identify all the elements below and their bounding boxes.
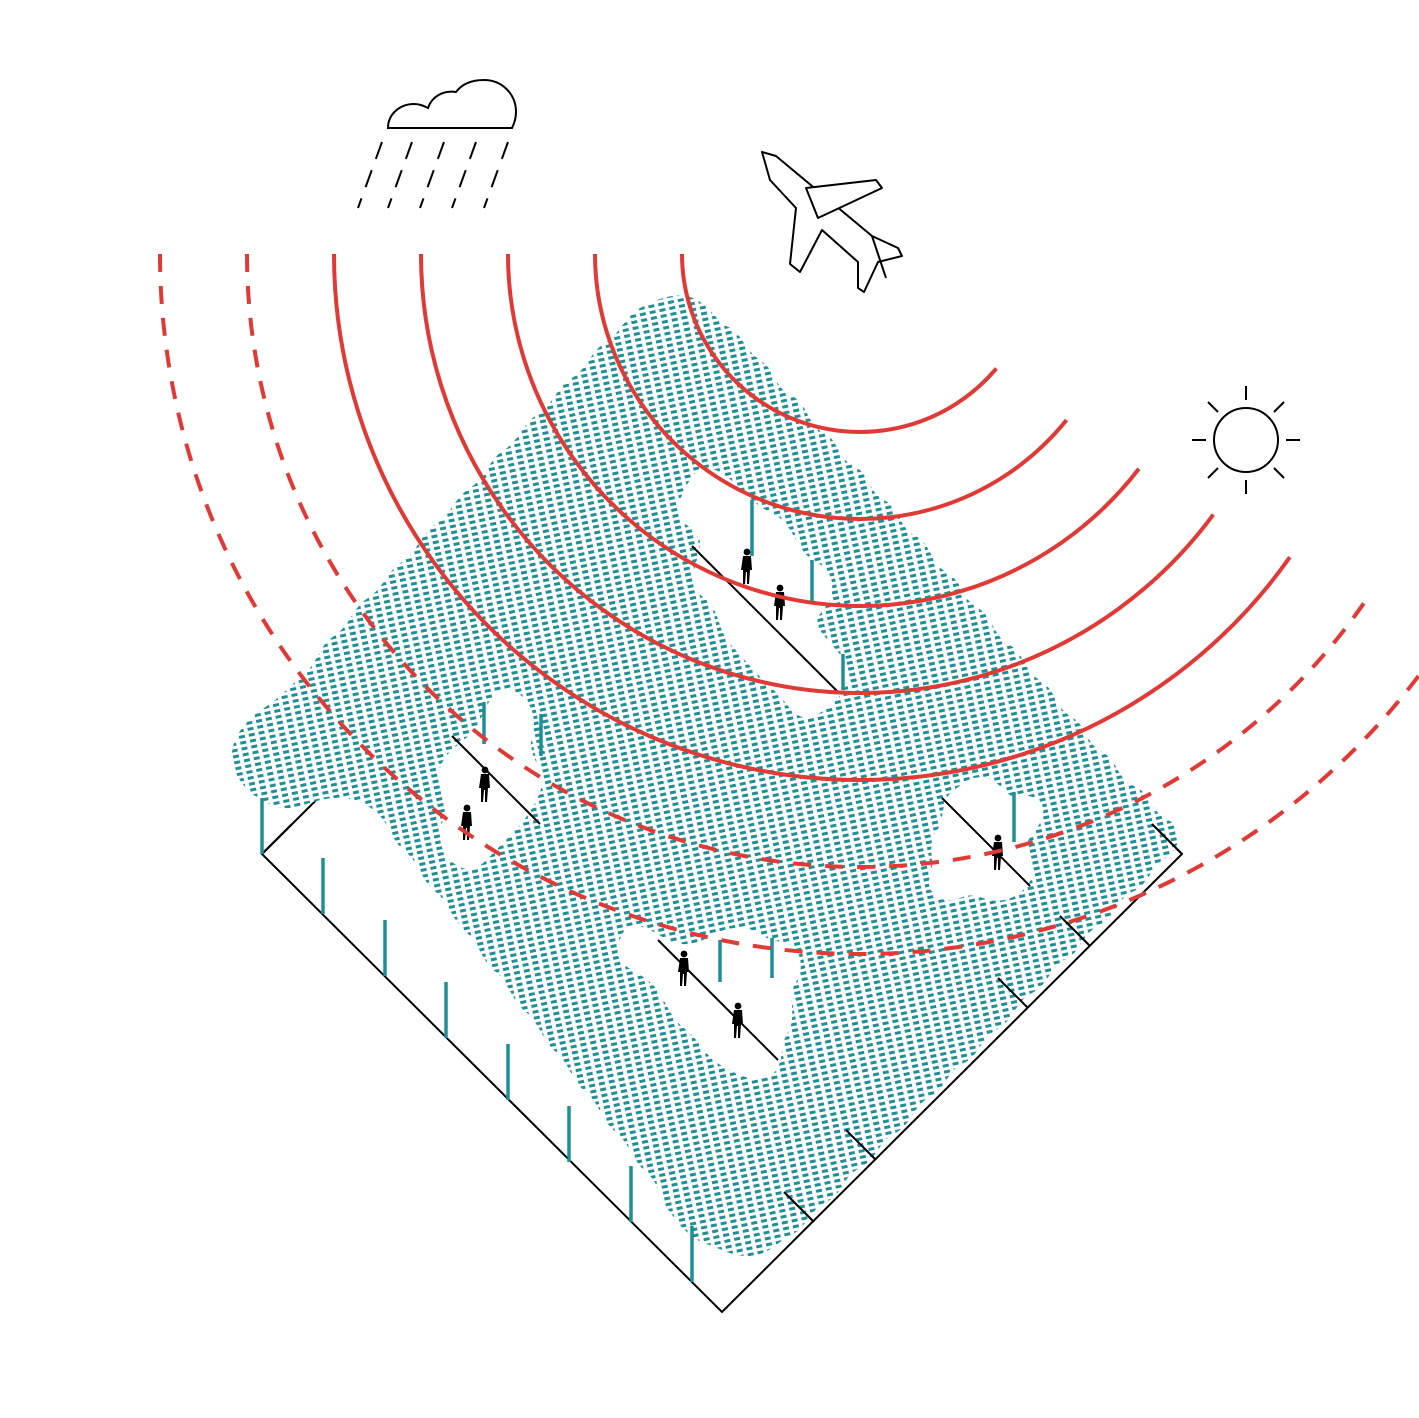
noise-ring-solid xyxy=(332,253,1292,782)
noise-ring-solid xyxy=(680,253,998,434)
airplane-icon xyxy=(761,151,903,293)
walkway-right xyxy=(941,797,1031,887)
walkways xyxy=(451,545,1031,1061)
sun-icon xyxy=(1192,386,1300,494)
noise-ring-solid xyxy=(506,253,1141,608)
walkway-bottom xyxy=(657,939,779,1061)
clearing-bottom xyxy=(617,926,801,1079)
fence-poles xyxy=(260,798,694,1282)
person-figure xyxy=(741,548,752,584)
person-figure xyxy=(678,950,689,986)
noise-ring-dashed xyxy=(158,253,1419,956)
tree-canopy xyxy=(231,295,1179,1256)
rain-cloud-icon xyxy=(357,78,518,209)
people xyxy=(461,548,1003,1038)
ground-edge-ticks xyxy=(261,823,1183,1223)
clearing-poles xyxy=(482,500,1016,982)
person-figure xyxy=(479,766,490,802)
noise-rings xyxy=(158,253,1419,956)
noise-ring-dashed xyxy=(245,253,1370,869)
walkway-left xyxy=(451,735,541,825)
person-figure xyxy=(732,1002,743,1038)
noise-ring-solid xyxy=(419,253,1215,695)
noise-ring-solid xyxy=(593,253,1069,521)
walkway-top xyxy=(691,545,839,693)
